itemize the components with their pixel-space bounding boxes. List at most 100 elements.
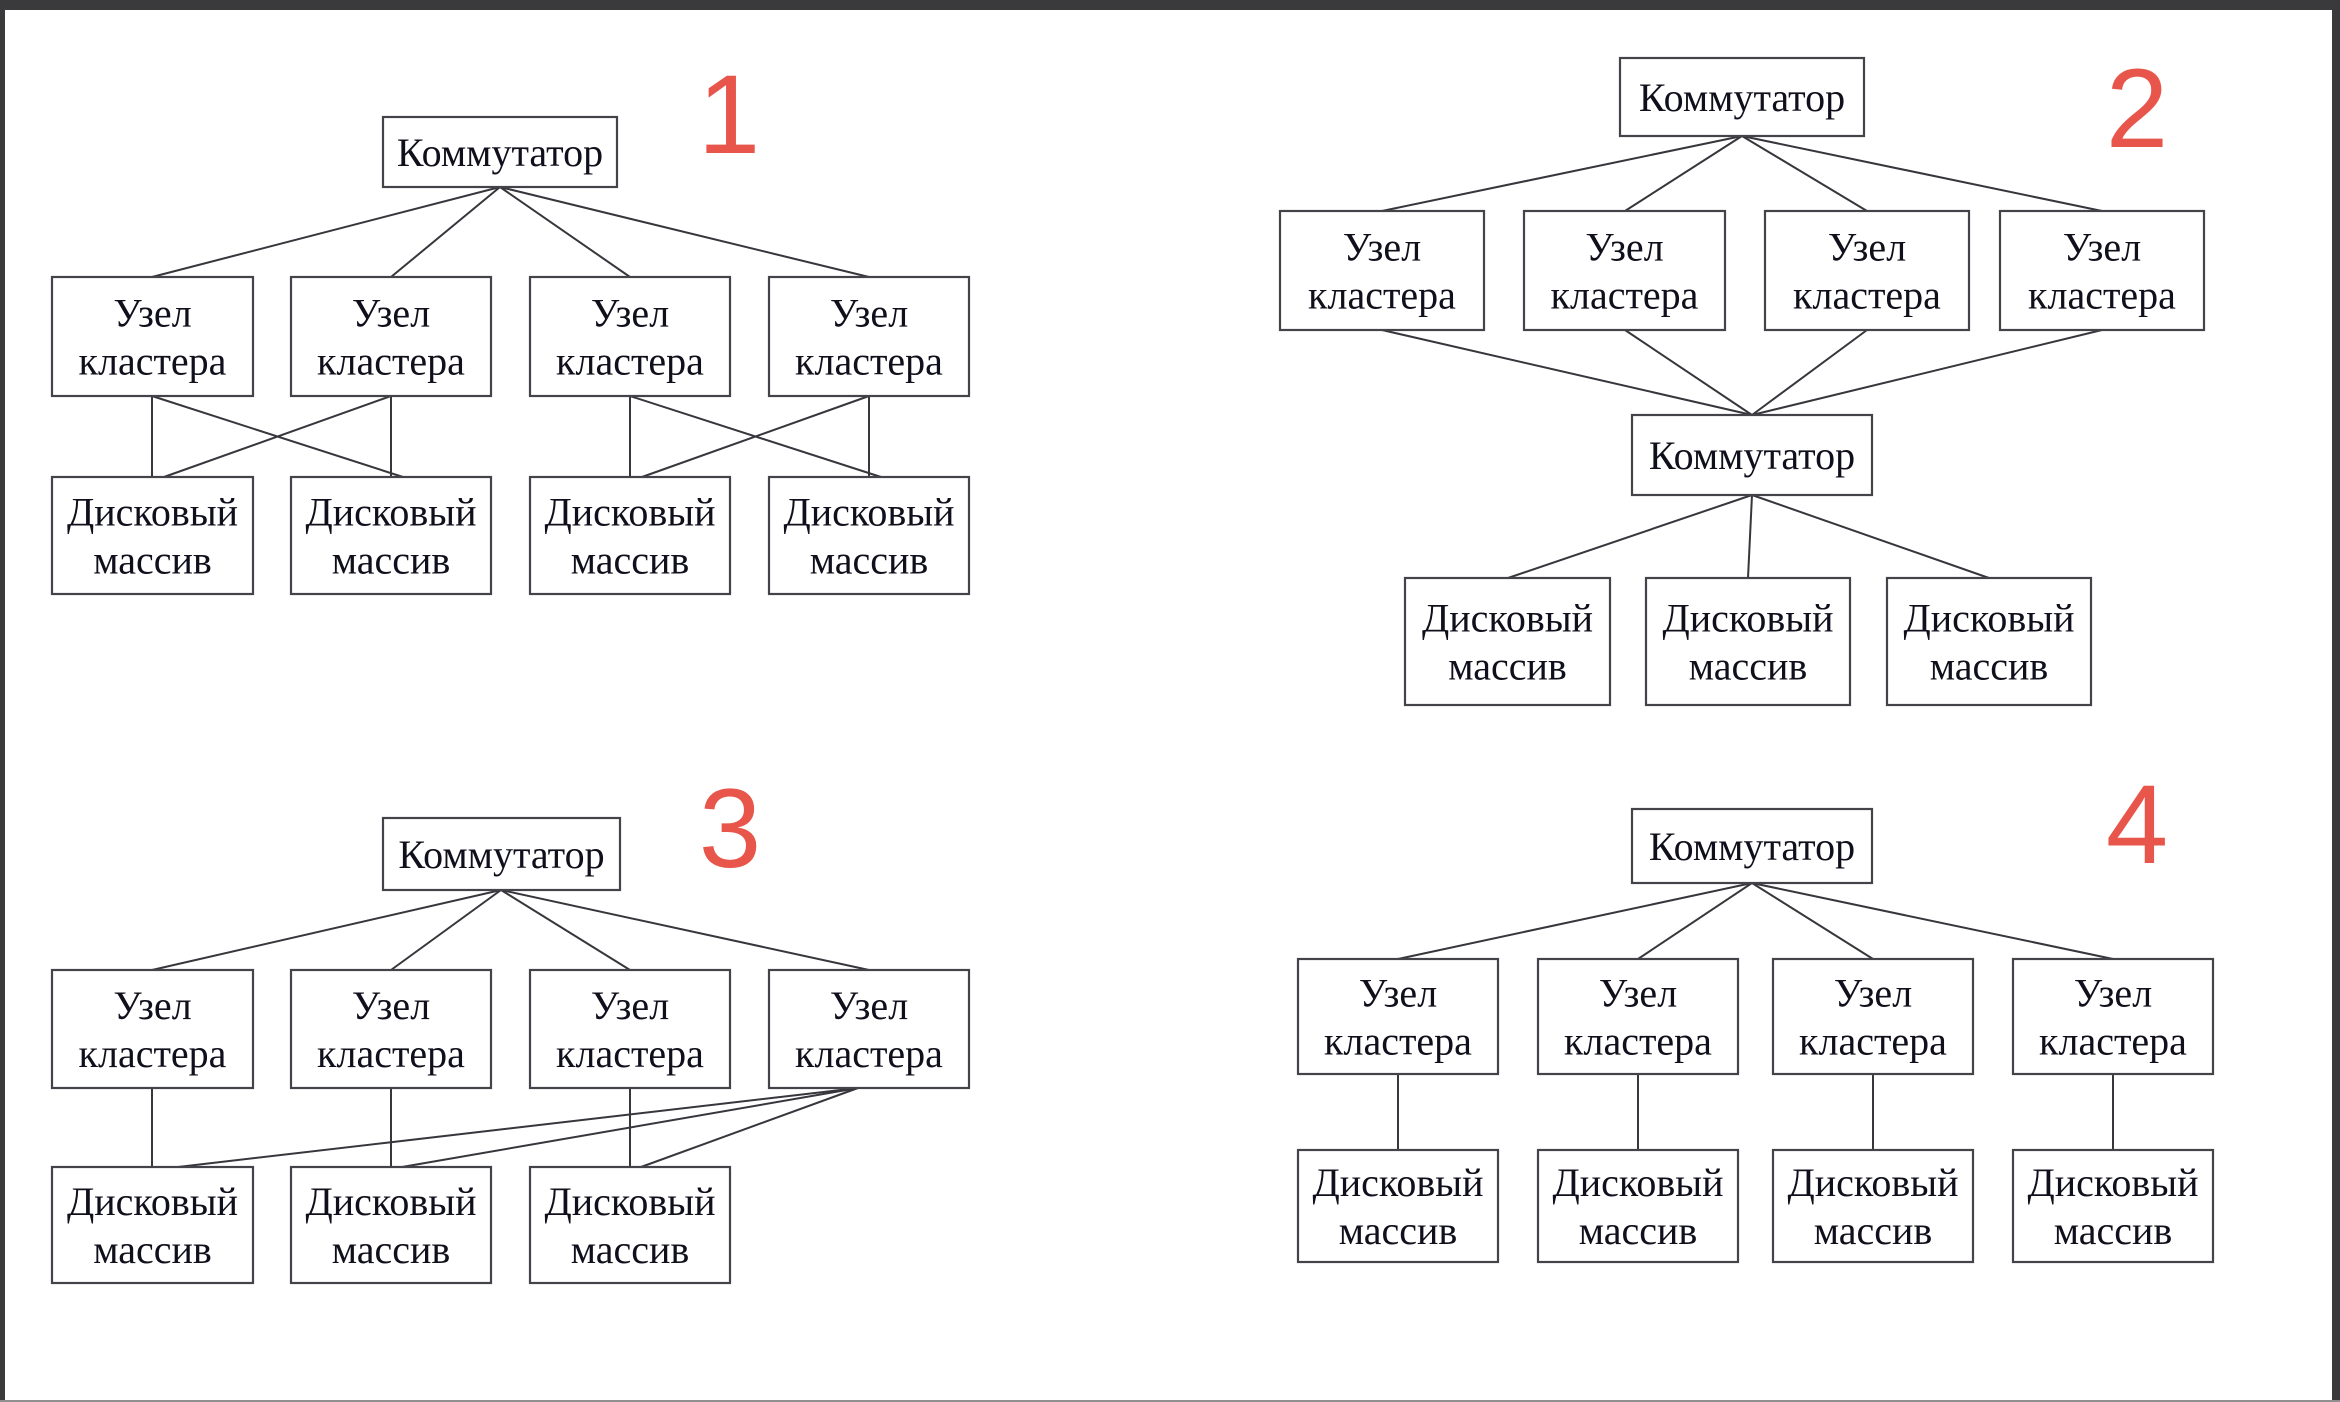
cluster-node-box-label: Узел — [591, 983, 669, 1028]
disk-array-box-label: Дисковый — [544, 1179, 715, 1224]
cluster-node-box — [1536, 957, 1740, 1076]
connection-line — [1637, 882, 1753, 960]
window-frame-left — [0, 0, 5, 1402]
connection-line — [499, 186, 870, 278]
connection-line — [500, 889, 631, 971]
disk-array-box — [1771, 1148, 1975, 1264]
connection-line — [1741, 135, 1868, 212]
cluster-node-box — [1278, 209, 1486, 332]
connection-line — [1751, 882, 1874, 960]
window-frame-top — [0, 0, 2340, 10]
cluster-node-box-label: кластера — [2039, 1019, 2187, 1064]
connection-line — [1751, 882, 2114, 960]
connection-line — [641, 395, 870, 478]
cluster-node-box-label: кластера — [2028, 273, 2176, 318]
connection-line — [151, 186, 501, 278]
diagram-number: 1 — [698, 52, 760, 177]
cluster-node-box-label: кластера — [556, 339, 704, 384]
disk-array-box-label: Дисковый — [544, 490, 715, 535]
cluster-node-box — [50, 968, 255, 1090]
disk-array-box-label: Дисковый — [305, 490, 476, 535]
disk-array-box-label: массив — [93, 1227, 212, 1272]
cluster-node-box — [289, 968, 493, 1090]
disk-array-box — [528, 1165, 732, 1285]
connection-line — [151, 889, 502, 971]
connection-line — [163, 395, 392, 478]
switch-box — [1618, 56, 1866, 138]
cluster-node-box-label: Узел — [1834, 971, 1912, 1016]
connection-line — [390, 186, 501, 278]
connection-line — [1751, 329, 1868, 416]
cluster-node-box-label: кластера — [1551, 273, 1699, 318]
disk-array-box-label: Дисковый — [1662, 596, 1833, 641]
cluster-node-box — [289, 275, 493, 398]
cluster-node-box — [1763, 209, 1971, 332]
disk-array-box — [50, 475, 255, 596]
disk-array-box-label: Дисковый — [1312, 1160, 1483, 1205]
connection-line — [640, 1087, 859, 1168]
cluster-node-box-label: Узел — [1343, 225, 1421, 270]
connection-line — [1751, 494, 1990, 579]
cluster-node-box-label: кластера — [317, 339, 465, 384]
connection-line — [1747, 494, 1753, 579]
cluster-node-box — [528, 275, 732, 398]
switch-box-label: Коммутатор — [397, 130, 603, 175]
cluster-node-box-label: Узел — [2063, 225, 2141, 270]
cluster-node-box — [528, 968, 732, 1090]
disk-array-box-label: массив — [1448, 644, 1567, 689]
window-frame-right — [2332, 0, 2340, 1402]
disk-array-box-label: массив — [332, 538, 451, 583]
switch-box-label: Коммутатор — [1649, 824, 1855, 869]
switch-box — [381, 816, 622, 892]
disk-array-box-label: массив — [1339, 1208, 1458, 1253]
connection-line — [390, 889, 502, 971]
diagram-4: КоммутаторУзелкластераУзелкластераУзелкл… — [1296, 762, 2215, 1264]
cluster-node-box-label: Узел — [2074, 971, 2152, 1016]
switch-box — [1630, 413, 1874, 497]
connection-line — [1381, 135, 1743, 212]
connection-line — [1624, 135, 1743, 212]
disk-array-box-label: Дисковый — [1422, 596, 1593, 641]
connection-line — [1751, 329, 2103, 416]
cluster-node-box-label: Узел — [591, 291, 669, 336]
diagram-2: КоммутаторУзелкластераУзелкластераУзелкл… — [1278, 46, 2206, 707]
disk-array-box — [1403, 576, 1612, 707]
connection-line — [1397, 882, 1753, 960]
disk-array-box-label: массив — [1689, 644, 1808, 689]
cluster-node-box-label: кластера — [317, 1031, 465, 1076]
disk-array-box — [2011, 1148, 2215, 1264]
disk-array-box — [50, 1165, 255, 1285]
switch-box-label: Коммутатор — [1649, 433, 1855, 478]
cluster-node-box-label: кластера — [1799, 1019, 1947, 1064]
disk-array-box-label: массив — [1814, 1208, 1933, 1253]
disk-array-box-label: Дисковый — [1787, 1160, 1958, 1205]
diagram-number: 2 — [2106, 46, 2168, 171]
switch-box-label: Коммутатор — [1639, 75, 1845, 120]
disk-array-box-label: Дисковый — [783, 490, 954, 535]
disk-array-box-label: массив — [1930, 644, 2049, 689]
cluster-node-box — [767, 275, 971, 398]
cluster-node-box — [767, 968, 971, 1090]
disk-array-box-label: Дисковый — [67, 490, 238, 535]
cluster-node-box-label: Узел — [1359, 971, 1437, 1016]
cluster-node-box-label: кластера — [556, 1031, 704, 1076]
disk-array-box-label: Дисковый — [305, 1179, 476, 1224]
connection-line — [177, 1087, 859, 1168]
disk-array-box — [1296, 1148, 1500, 1264]
cluster-node-box-label: Узел — [830, 291, 908, 336]
cluster-node-box-label: кластера — [1564, 1019, 1712, 1064]
disk-array-box — [289, 1165, 493, 1285]
cluster-node-box-label: кластера — [1308, 273, 1456, 318]
diagram-3: КоммутаторУзелкластераУзелкластераУзелкл… — [50, 766, 971, 1285]
disk-array-box-label: массив — [2054, 1208, 2173, 1253]
connection-line — [500, 889, 870, 971]
cluster-node-box-label: Узел — [1599, 971, 1677, 1016]
cluster-node-box — [2011, 957, 2215, 1076]
cluster-node-box-label: Узел — [1585, 225, 1663, 270]
cluster-node-box-label: кластера — [79, 339, 227, 384]
disk-array-box — [767, 475, 971, 596]
disk-array-box-label: Дисковый — [67, 1179, 238, 1224]
cluster-node-box-label: Узел — [113, 983, 191, 1028]
